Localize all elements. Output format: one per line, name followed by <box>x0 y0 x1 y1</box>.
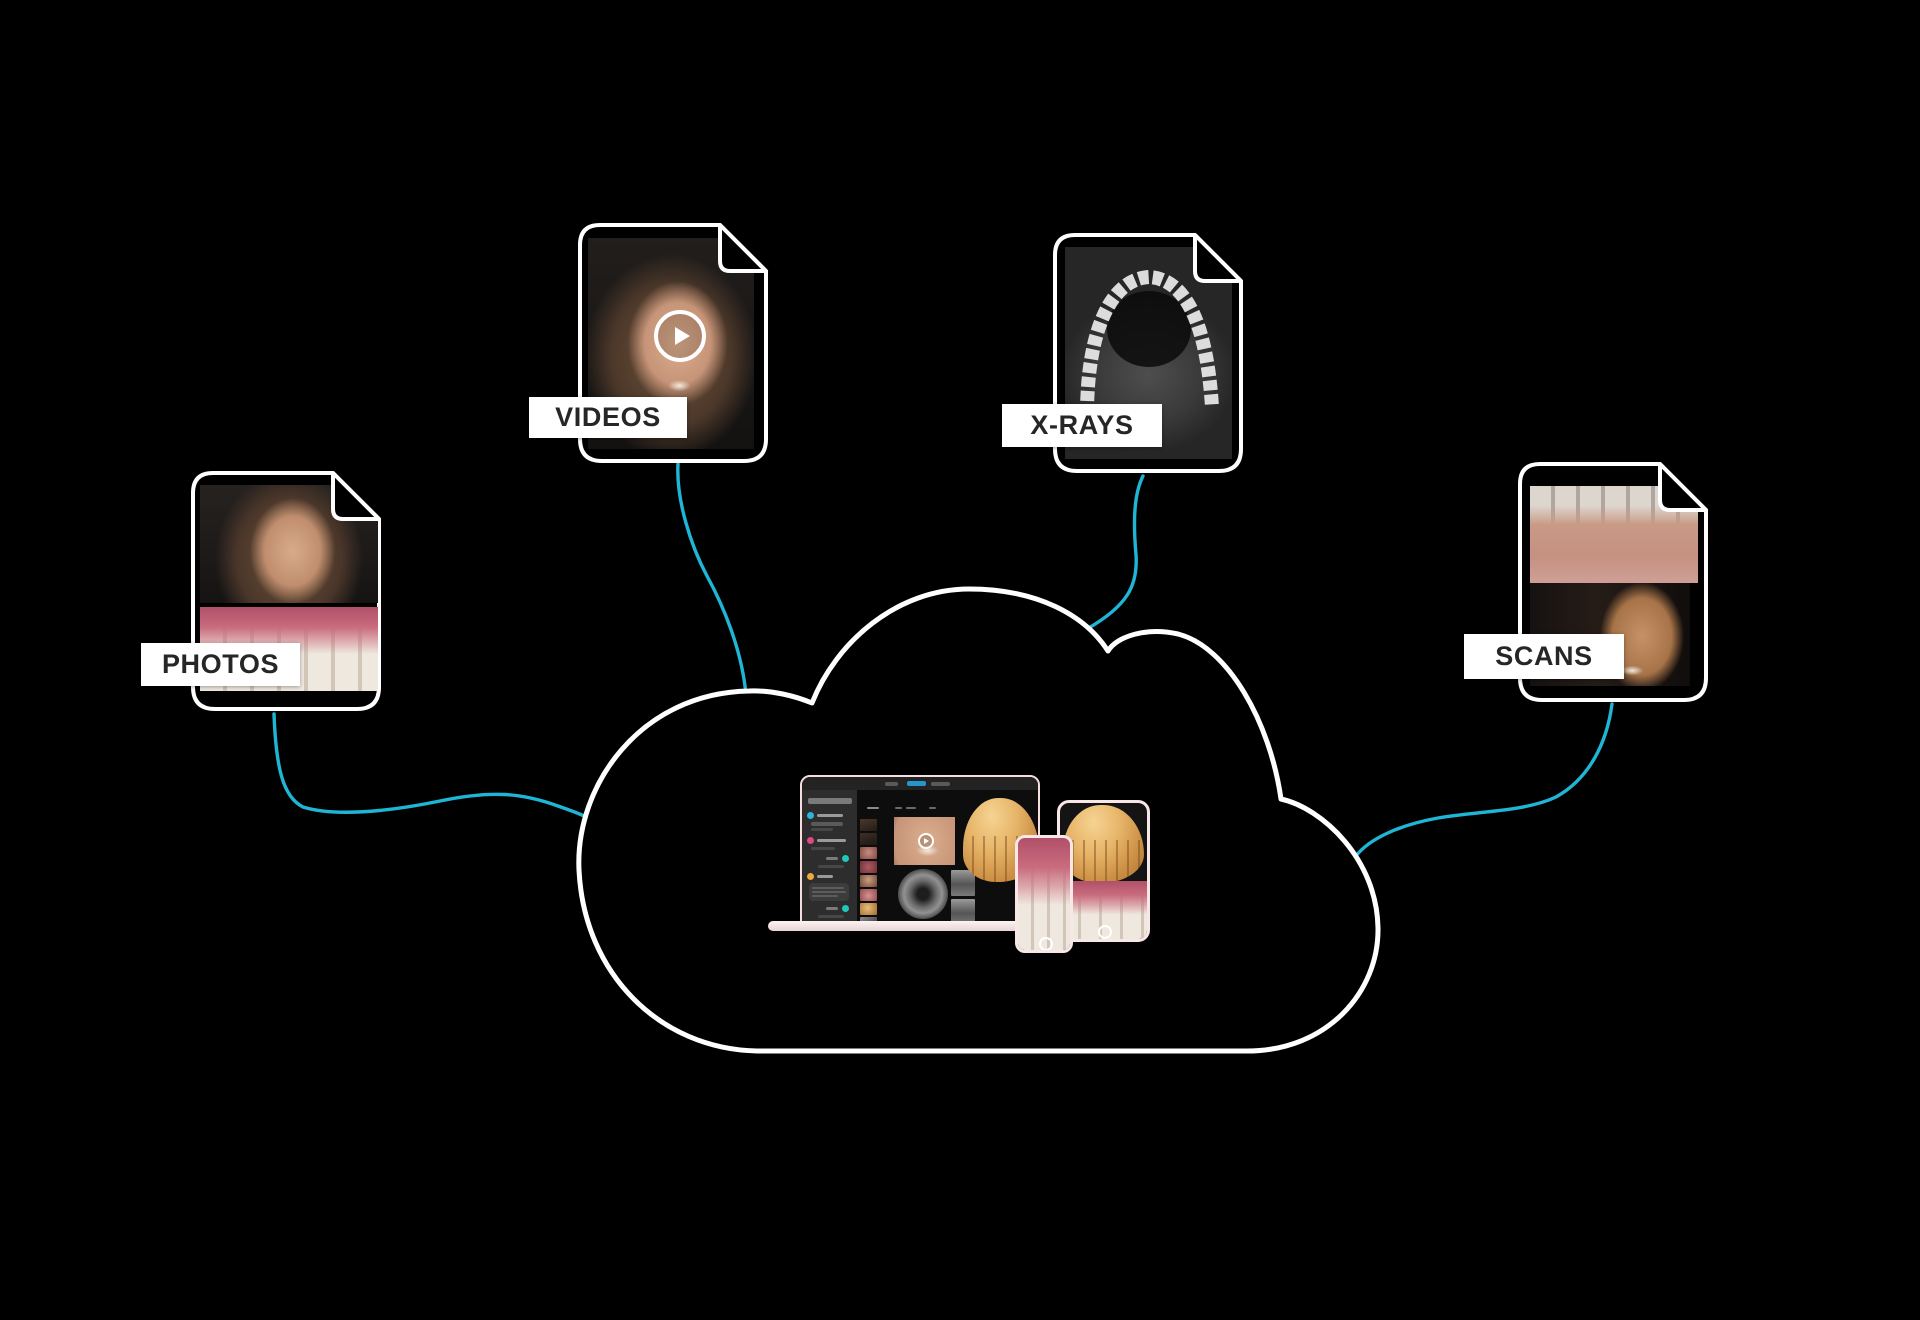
teeth-photo <box>1018 838 1070 950</box>
ct-slice-preview <box>951 899 975 925</box>
patient-workspace <box>857 790 1038 926</box>
page-fold-icon <box>1193 233 1243 283</box>
media-thumbnail <box>860 903 877 915</box>
play-icon[interactable] <box>918 833 934 849</box>
connector-photos-line <box>272 712 595 823</box>
scans-label: SCANS <box>1464 634 1624 679</box>
chat-line <box>811 847 835 850</box>
view-tab <box>929 807 936 809</box>
circle-marker-icon <box>1098 925 1112 939</box>
xray-arch-graphic <box>1080 269 1219 416</box>
chat-line <box>818 865 844 868</box>
tab-pill <box>931 782 950 786</box>
view-tab <box>895 807 902 809</box>
3d-teeth-model <box>1063 805 1144 883</box>
chat-line <box>826 907 838 910</box>
avatar <box>842 855 849 862</box>
play-icon[interactable] <box>654 310 706 362</box>
videos-label: VIDEOS <box>529 397 687 438</box>
connector-xrays-line <box>1085 474 1145 631</box>
phone-mockup <box>1015 835 1073 953</box>
media-thumbnail <box>860 875 877 887</box>
videos-label-text: VIDEOS <box>555 402 661 432</box>
laptop-titlebar <box>802 777 1038 790</box>
laptop-base <box>768 921 1066 931</box>
view-tab <box>867 807 879 809</box>
photos-label: PHOTOS <box>141 643 300 686</box>
xrays-label: X-RAYS <box>1002 404 1162 447</box>
media-thumbnail <box>860 861 877 873</box>
view-tab <box>906 807 916 809</box>
scans-label-text: SCANS <box>1495 641 1593 671</box>
chat-line <box>811 828 833 831</box>
connector-scans-line <box>1354 702 1614 858</box>
play-triangle-icon <box>674 327 690 345</box>
media-thumbnail <box>860 847 877 859</box>
media-thumbnail <box>860 833 877 845</box>
chat-line <box>811 822 843 826</box>
chat-sidebar <box>802 790 857 926</box>
chat-line <box>817 875 833 878</box>
chat-line <box>818 915 844 918</box>
photos-label-text: PHOTOS <box>161 649 280 679</box>
avatar <box>807 812 814 819</box>
ct-scan-preview <box>898 869 948 919</box>
page-fold-icon <box>718 223 768 273</box>
page-fold-icon <box>1658 462 1708 512</box>
chat-line <box>812 891 846 893</box>
page-fold-icon <box>331 471 381 521</box>
chat-line <box>812 895 838 897</box>
circle-marker-icon <box>1039 937 1053 950</box>
chat-line <box>817 814 843 817</box>
play-triangle-icon <box>924 838 929 844</box>
chat-line <box>826 857 838 860</box>
laptop-mockup <box>800 775 1040 928</box>
connector-videos-line <box>676 462 748 697</box>
xrays-label-text: X-RAYS <box>1030 410 1134 440</box>
tab-pill <box>885 782 898 786</box>
avatar <box>807 837 814 844</box>
chat-line <box>812 887 844 889</box>
tab-pill-active <box>907 781 926 786</box>
media-thumbnail <box>860 819 877 831</box>
media-thumbnail <box>860 889 877 901</box>
avatar <box>807 873 814 880</box>
chat-line <box>817 839 846 842</box>
avatar <box>842 905 849 912</box>
sidebar-header-skeleton <box>808 798 852 804</box>
